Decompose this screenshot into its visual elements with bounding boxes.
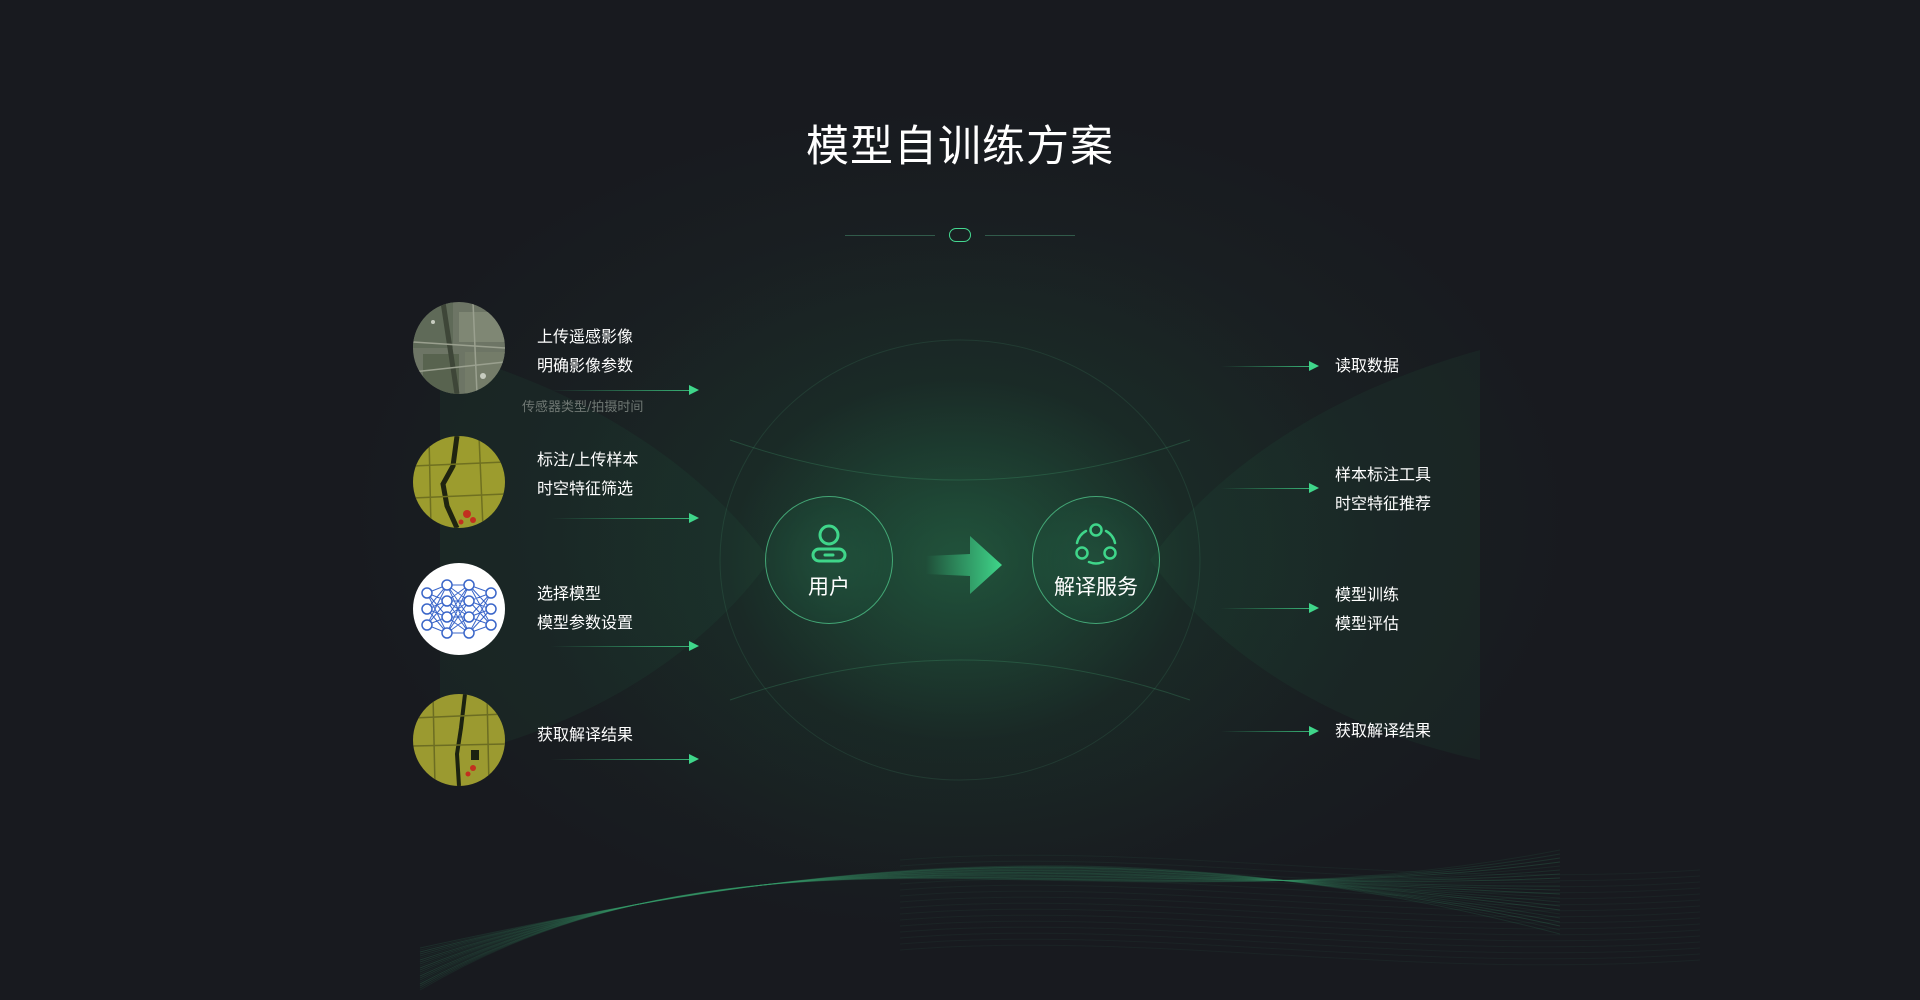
left-step-2-line-2: 时空特征筛选	[537, 479, 634, 498]
left-step-4-line-1: 获取解译结果	[537, 725, 634, 744]
annotated-sample-image	[413, 436, 505, 528]
left-step-1-arrow	[551, 385, 699, 395]
right-step-3-line-2: 模型评估	[1335, 614, 1400, 633]
right-step-2-arrow	[1221, 483, 1319, 493]
user-node: 用户	[765, 496, 893, 624]
user-icon	[811, 524, 847, 563]
flow-funnels	[440, 339, 1480, 781]
left-step-1-sublabel: 传感器类型/拍摄时间	[522, 400, 644, 415]
page-title: 模型自训练方案	[806, 122, 1114, 172]
wave-mesh	[419, 849, 1701, 991]
title-divider	[845, 226, 1075, 246]
right-step-4-line-1: 获取解译结果	[1335, 721, 1432, 740]
right-step-1-label: 读取数据	[1335, 351, 1399, 380]
satellite-image	[413, 302, 505, 394]
right-step-3-label: 模型训练 模型评估	[1335, 580, 1399, 638]
left-step-3-line-1: 选择模型	[537, 584, 602, 603]
left-step-3-arrow	[551, 641, 699, 651]
right-step-3-arrow	[1221, 603, 1319, 613]
right-step-1-line-1: 读取数据	[1335, 356, 1400, 375]
right-step-2-line-2: 时空特征推荐	[1335, 494, 1432, 513]
right-step-2-line-1: 样本标注工具	[1335, 465, 1432, 484]
flow-arrow-icon	[926, 536, 1002, 594]
right-step-4-label: 获取解译结果	[1335, 716, 1431, 745]
left-step-4-arrow	[551, 754, 699, 764]
left-step-1-line-2: 明确影像参数	[537, 356, 634, 375]
right-step-2-label: 样本标注工具 时空特征推荐	[1335, 460, 1431, 518]
service-node-label: 解译服务	[1054, 575, 1138, 599]
left-step-1-line-1: 上传遥感影像	[537, 327, 634, 346]
user-node-label: 用户	[808, 575, 850, 599]
left-step-2-line-1: 标注/上传样本	[537, 450, 639, 469]
service-node: 解译服务	[1032, 496, 1160, 624]
left-step-3-label: 选择模型 模型参数设置	[537, 579, 633, 637]
interpretation-result-image	[413, 694, 505, 786]
right-step-1-arrow	[1221, 361, 1319, 371]
left-step-2-arrow	[551, 513, 699, 523]
left-step-3-line-2: 模型参数设置	[537, 613, 634, 632]
pill-icon	[949, 228, 971, 242]
right-step-4-arrow	[1221, 726, 1319, 736]
left-step-1-label: 上传遥感影像 明确影像参数	[537, 322, 633, 380]
left-step-4-label: 获取解译结果	[537, 720, 633, 749]
neural-network-icon	[413, 563, 505, 655]
right-step-3-line-1: 模型训练	[1335, 585, 1400, 604]
service-cycle-icon	[1075, 523, 1117, 565]
left-step-2-label: 标注/上传样本 时空特征筛选	[537, 445, 638, 503]
